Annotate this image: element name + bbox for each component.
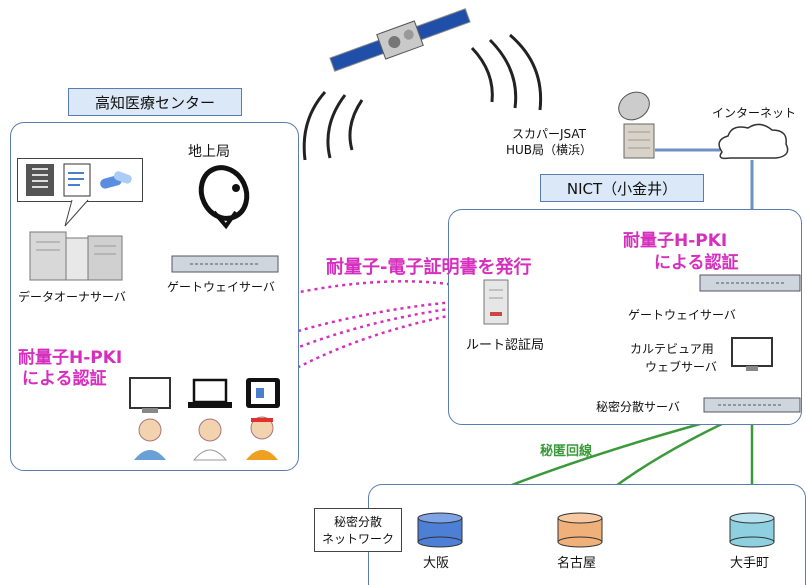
- paramedic-icon: [246, 416, 278, 460]
- nagoya-db-icon: [557, 512, 603, 548]
- internet-label: インターネット: [712, 106, 797, 120]
- sky-perfect-line2: HUB局（横浜）: [506, 143, 593, 157]
- nagoya-label: 名古屋: [557, 556, 597, 571]
- secret-share-server-label: 秘密分散サーバ: [596, 400, 680, 414]
- desktop-pc-icon: [129, 377, 171, 413]
- kochi-center-title: 高知医療センター: [68, 88, 242, 116]
- right-auth-line2: による認証: [654, 253, 739, 273]
- sky-perfect-line1: スカパーJSAT: [512, 127, 586, 141]
- left-auth-line1: 耐量子H-PKI: [18, 348, 123, 368]
- otemachi-db-icon: [729, 512, 775, 548]
- root-ca-label: ルート認証局: [466, 338, 545, 353]
- osaka-label: 大阪: [423, 556, 450, 571]
- gateway-server-right-label: ゲートウェイサーバ: [628, 308, 736, 322]
- karte-label-line2: ウェブサーバ: [645, 360, 717, 374]
- data-owner-server-label: データオーナサーバ: [18, 290, 126, 304]
- gateway-server-left-label: ゲートウェイサーバ: [167, 280, 275, 294]
- left-auth-line2: による認証: [22, 369, 107, 389]
- laptop-icon: [188, 378, 232, 408]
- osaka-db-icon: [417, 512, 463, 548]
- karte-label-line1: カルテビュア用: [630, 342, 714, 356]
- nurse-icon: [192, 418, 228, 461]
- nict-title: NICT（小金井）: [540, 174, 704, 202]
- doctor-icon: [134, 418, 166, 460]
- medical-icons-panel: [17, 158, 143, 202]
- otemachi-label: 大手町: [730, 556, 770, 571]
- network-label-line1: 秘密分散: [333, 515, 382, 529]
- secret-line-label: 秘匿回線: [540, 444, 593, 459]
- satellite-signal-arcs: [302, 33, 543, 161]
- tablet-icon: [246, 378, 280, 408]
- network-label-line2: ネットワーク: [321, 532, 394, 546]
- ground-station-label: 地上局: [188, 144, 230, 160]
- cert-issue-label: 耐量子-電子証明書を発行: [326, 257, 532, 278]
- right-auth-line1: 耐量子H-PKI: [623, 231, 728, 251]
- network-label-box: 秘密分散 ネットワーク: [314, 508, 402, 552]
